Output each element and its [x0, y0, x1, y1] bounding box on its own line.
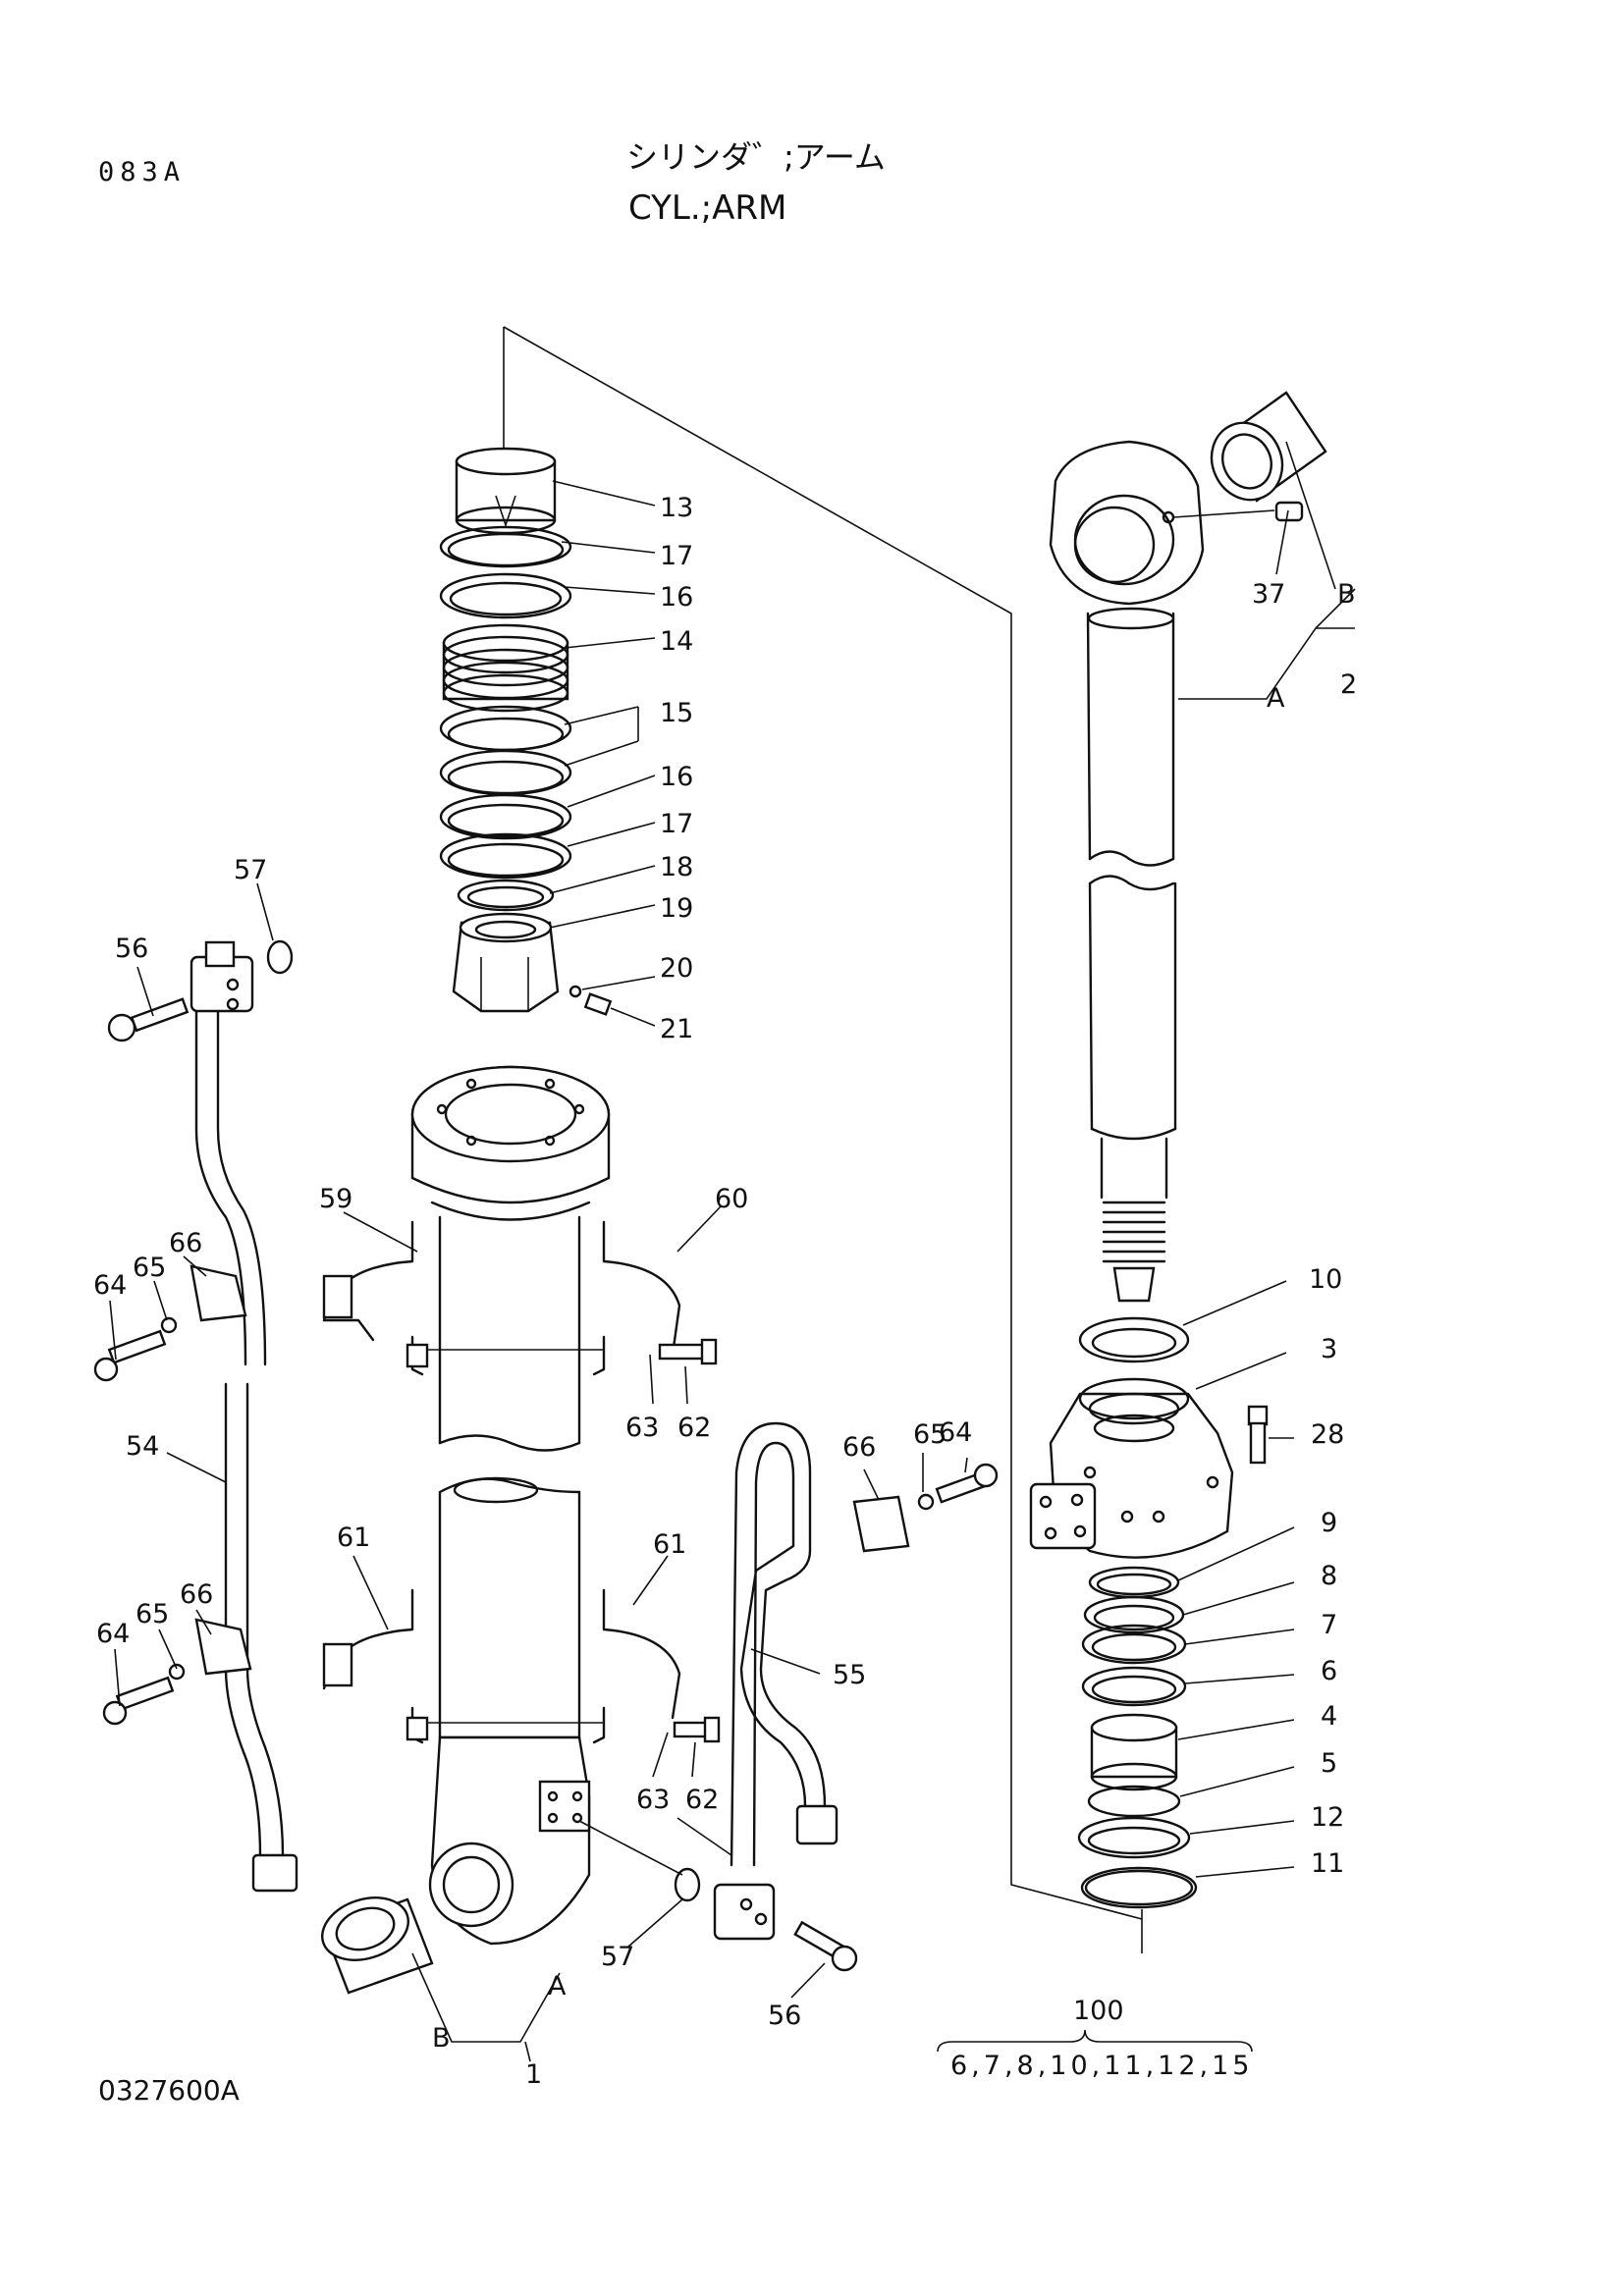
part-9-ring: [1088, 1566, 1180, 1599]
bolt-62-upper: [658, 1338, 718, 1365]
part-18-ring: [457, 879, 555, 912]
callout-63: 63: [625, 1413, 659, 1443]
part-10-ring: [1078, 1316, 1190, 1363]
callout-a: A: [548, 1971, 567, 2002]
callout-57: 57: [601, 1942, 634, 1972]
lower-clamp-61: [322, 1588, 681, 1744]
page-code: 083A: [98, 157, 187, 187]
pipe-54: [189, 940, 298, 1893]
callout-a: A: [1267, 683, 1285, 714]
callout-labels: 13 17 16 14 15 16 17 18 19 20 21 37 B A …: [93, 493, 1357, 2090]
callout-100: 100: [1073, 1996, 1124, 2026]
callout-3: 3: [1321, 1334, 1337, 1364]
part-7-ring: [1081, 1624, 1187, 1665]
callout-6: 6: [1321, 1656, 1337, 1686]
part-5-snap-ring: [1087, 1785, 1181, 1818]
bolt-56-top: [107, 997, 189, 1042]
page-title-japanese: シリンダ゛;アーム: [626, 138, 886, 176]
part-1-cylinder-tube: [410, 1065, 611, 1946]
part-6-ring: [1081, 1666, 1187, 1707]
callout-64: 64: [93, 1270, 127, 1301]
part-20-ball: [568, 985, 582, 998]
callout-21: 21: [660, 1014, 693, 1044]
assembly-guide-line: [503, 326, 1143, 1953]
callout-65: 65: [133, 1253, 166, 1283]
bushing-b-top: [1210, 391, 1327, 503]
callout-18: 18: [660, 852, 693, 882]
callout-10: 10: [1309, 1264, 1342, 1295]
callout-55: 55: [833, 1660, 866, 1690]
callout-9: 9: [1321, 1508, 1337, 1538]
part-19-nut: [452, 912, 560, 1013]
callout-56: 56: [768, 2001, 801, 2031]
callout-60: 60: [715, 1184, 748, 1214]
upper-clamp-59-60: [322, 1220, 681, 1376]
part-12-ring: [1077, 1816, 1191, 1859]
callout-57: 57: [234, 855, 267, 885]
callout-19: 19: [660, 893, 693, 924]
oring-57-bottom: [674, 1867, 701, 1902]
bushing-b-lower: [321, 1896, 434, 1995]
callout-56: 56: [115, 934, 148, 964]
clamp-66-right: [852, 1463, 999, 1553]
callout-16: 16: [660, 582, 693, 613]
drawing-number: 0327600A: [98, 2074, 240, 2107]
callout-65: 65: [913, 1419, 947, 1450]
callout-12: 12: [1311, 1802, 1344, 1833]
part-8-ring: [1083, 1595, 1185, 1634]
page-title: CYL.;ARM: [628, 188, 787, 228]
callout-66: 66: [180, 1579, 213, 1610]
callout-66: 66: [842, 1432, 876, 1463]
part-14-piston-body: [442, 623, 569, 713]
callout-61: 61: [337, 1522, 370, 1553]
part-16-ring: [439, 572, 572, 619]
kit-contents: 6,7,8,10,11,12,15: [950, 2051, 1253, 2081]
callout-2: 2: [1340, 669, 1357, 700]
callout-11: 11: [1311, 1848, 1344, 1879]
bolt-56-bottom: [793, 1920, 858, 1972]
part-13-piston: [455, 447, 557, 535]
callout-61: 61: [653, 1529, 686, 1560]
callout-16: 16: [660, 762, 693, 792]
callout-62: 62: [677, 1413, 711, 1443]
callout-54: 54: [126, 1431, 159, 1462]
part-11-ring: [1080, 1866, 1198, 1909]
callout-15: 15: [660, 698, 693, 728]
bolt-62-lower: [673, 1716, 721, 1743]
callout-65: 65: [135, 1599, 169, 1629]
callout-62: 62: [685, 1785, 719, 1815]
callout-7: 7: [1321, 1610, 1337, 1640]
part-2-piston-rod: [1049, 440, 1205, 1303]
bolt-28: [1247, 1405, 1269, 1465]
callout-17: 17: [660, 809, 693, 839]
pipe-55: [676, 1421, 839, 1941]
grease-fitting-37: [1172, 501, 1304, 522]
part-3-rod-head: [1029, 1377, 1234, 1559]
callout-1: 1: [525, 2059, 542, 2090]
callout-63: 63: [636, 1785, 670, 1815]
callout-8: 8: [1321, 1561, 1337, 1591]
callout-59: 59: [319, 1184, 352, 1214]
oring-57-top: [266, 939, 294, 975]
callout-64: 64: [96, 1619, 130, 1649]
callout-66: 66: [169, 1228, 202, 1258]
piston-stack: [439, 447, 613, 1016]
callout-64: 64: [939, 1417, 972, 1448]
callout-17: 17: [660, 541, 693, 571]
callout-20: 20: [660, 953, 693, 984]
part-4-bushing: [1090, 1713, 1178, 1791]
part-21-set-screw: [583, 992, 613, 1016]
callout-b: B: [1337, 579, 1356, 610]
clamp-66-upper-left: [93, 1264, 247, 1382]
callout-b: B: [432, 2023, 451, 2054]
leader-lines: [109, 441, 1356, 2062]
callout-14: 14: [660, 626, 693, 657]
callout-28: 28: [1311, 1419, 1344, 1450]
callout-37: 37: [1252, 579, 1285, 610]
callout-4: 4: [1321, 1701, 1337, 1732]
callout-13: 13: [660, 493, 693, 523]
callout-5: 5: [1321, 1748, 1337, 1779]
